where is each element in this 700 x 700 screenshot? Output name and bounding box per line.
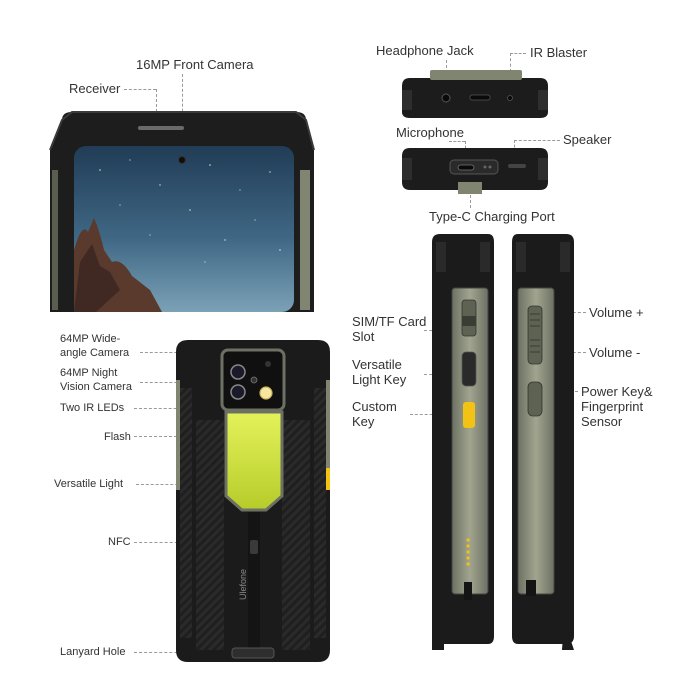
label-flash: Flash (104, 431, 131, 443)
label-nfc: NFC (108, 536, 131, 548)
label-ir-leds: Two IR LEDs (60, 402, 125, 414)
flash-lens (259, 386, 273, 400)
label-volume-up: Volume + (589, 305, 644, 320)
label-custom-key: Custom Key (352, 399, 397, 429)
label-lanyard: Lanyard Hole (60, 646, 126, 658)
top-edge-view (402, 70, 548, 118)
label-power-key: Power Key& Fingerprint Sensor (581, 384, 653, 429)
leader-receiver (124, 89, 156, 90)
night-camera-lens (230, 384, 246, 400)
power-key (527, 381, 543, 417)
label-versatile-key: Versatile Light Key (352, 357, 407, 387)
back-phone (176, 340, 330, 662)
label-speaker: Speaker (563, 132, 612, 147)
leader-speaker (514, 140, 560, 141)
label-wide-camera: 64MP Wide-angle Camera (60, 333, 130, 359)
sim-slot (462, 316, 476, 326)
label-type-c: Type-C Charging Port (429, 209, 555, 224)
label-night-camera: 64MP Night Vision Camera (60, 367, 132, 393)
label-versatile-light: Versatile Light (54, 478, 124, 490)
receiver-grill (138, 126, 184, 130)
leader-ir-blaster (510, 53, 526, 54)
versatile-light-panel (224, 410, 284, 512)
lanyard-hole (231, 647, 275, 659)
bottom-edge-view (402, 148, 548, 194)
leader-microphone (449, 141, 465, 142)
right-side-view (512, 234, 574, 650)
front-camera-lens (178, 156, 186, 164)
ir-blaster-dot (507, 95, 513, 101)
versatile-light-key (461, 351, 477, 387)
custom-key (463, 402, 475, 428)
volume-rocker (527, 305, 543, 365)
leader-type-c (470, 190, 471, 208)
left-side-view (432, 234, 494, 650)
label-microphone: Microphone (396, 125, 464, 140)
label-volume-down: Volume - (589, 345, 641, 360)
headphone-jack-hole (441, 93, 451, 103)
front-screen (74, 146, 294, 312)
leader-receiver-down (156, 89, 157, 127)
label-receiver: Receiver (69, 81, 121, 96)
label-ir-blaster: IR Blaster (530, 45, 588, 60)
brand-logo: Ulefone (238, 569, 248, 600)
label-sim-slot: SIM/TF Card Slot (352, 314, 427, 344)
wide-camera-lens (230, 364, 246, 380)
label-front-camera: 16MP Front Camera (136, 57, 254, 72)
label-headphone-jack: Headphone Jack (376, 43, 474, 58)
